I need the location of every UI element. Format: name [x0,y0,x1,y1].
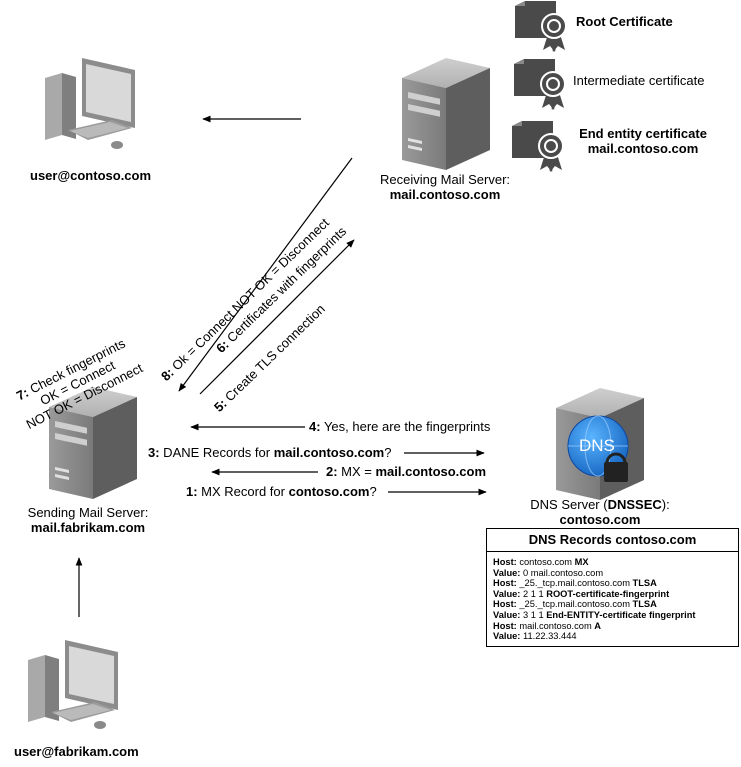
receiving-server-prefix: Receiving Mail Server: [379,172,511,187]
receiving-server-icon [402,58,490,170]
end-entity-certificate-icon [512,121,564,172]
dns-record-row: Host: mail.contoso.com A [493,620,601,631]
intermediate-certificate-label: Intermediate certificate [573,73,705,88]
dns-server-icon [556,388,644,500]
dns-record-row: Value: 11.22.33.444 [493,631,577,642]
intermediate-certificate-icon [514,59,566,110]
root-certificate-label: Root Certificate [576,14,673,29]
dns-record-row: Value: 3 1 1 End-ENTITY-certificate fing… [493,609,696,620]
sending-server-label: Sending Mail Server: mail.fabrikam.com [13,505,163,535]
dns-server-host: contoso.com [559,512,641,527]
dns-record-row: Value: 2 1 1 ROOT-certificate-fingerprin… [493,588,670,599]
receiving-server-host: mail.contoso.com [389,187,501,202]
end-entity-certificate-label: End entity certificate mail.contoso.com [579,126,707,156]
step-1-label: 1: MX Record for contoso.com? [186,484,377,499]
dns-badge-text: DNS [579,436,615,455]
dns-records-title: DNS Records contoso.com [487,529,738,552]
user-fabrikam-label: user@fabrikam.com [14,744,139,759]
computer-icon-fabrikam [28,640,118,729]
dns-server-label: DNS Server (DNSSEC): contoso.com [505,497,695,527]
sending-server-icon [49,387,137,499]
receiving-server-label: Receiving Mail Server: mail.contoso.com [370,172,520,202]
dns-records-box: DNS Records contoso.com Host: contoso.co… [486,528,739,647]
dns-server-title: DNS Server (DNSSEC): [530,497,670,512]
dns-record-row: Host: _25._tcp.mail.contoso.com TLSA [493,578,657,589]
sending-server-prefix: Sending Mail Server: [27,505,149,520]
user-contoso-label: user@contoso.com [30,168,152,183]
step-4-label: 4: Yes, here are the fingerprints [309,419,491,434]
computer-icon-contoso [45,58,135,149]
dns-record-row: Value: 0 mail.contoso.com [493,567,604,578]
arrow-step-5-6 [199,239,355,395]
step-3-label: 3: DANE Records for mail.contoso.com? [148,445,392,460]
arrow-step-8 [178,157,353,392]
sending-server-host: mail.fabrikam.com [30,520,146,535]
dns-record-row: Host: _25._tcp.mail.contoso.com TLSA [493,599,657,610]
dns-record-row: Host: contoso.com MX [493,557,589,567]
root-certificate-icon [515,1,567,52]
step-2-label: 2: MX = mail.contoso.com [326,464,487,479]
